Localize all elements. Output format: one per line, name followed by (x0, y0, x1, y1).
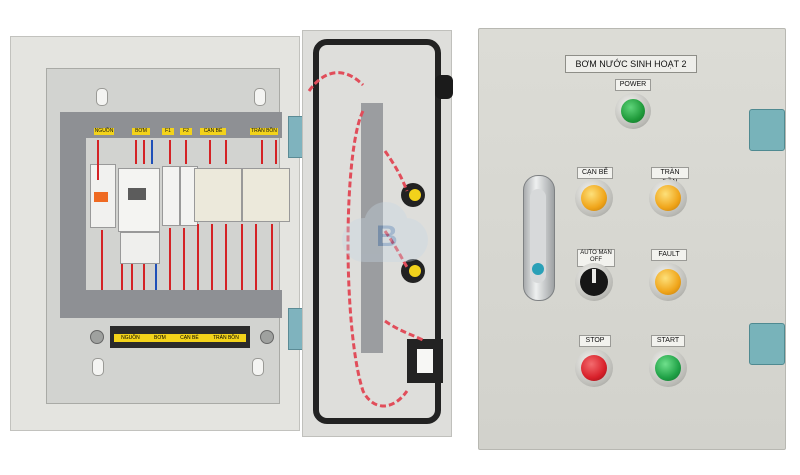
indicator-label-tran-bon: TRÀN BỒN (651, 167, 689, 186)
selector-label-man: MAN (598, 250, 612, 256)
door-handle-grip (530, 189, 546, 283)
rail-label: F1 (162, 128, 174, 135)
level-relay (242, 168, 290, 222)
selector-label-off: OFF (590, 257, 602, 263)
front-panel-door: BƠM NƯỚC SINH HOẠT 2 POWER CẠN BỂ TRÀN B… (478, 28, 786, 450)
mount-hole (96, 88, 108, 106)
switch-contact-face (417, 349, 433, 373)
lamp-terminal (409, 189, 421, 201)
lamp-back (435, 75, 453, 99)
selector-label-auto: AUTO (580, 250, 597, 256)
rail-label: NGUỒN (94, 128, 114, 135)
rail-label: CẠN BỂ (200, 128, 226, 135)
door-gasket (313, 39, 441, 424)
rail-label: BƠM (132, 128, 150, 135)
terminal-label: TRÀN BỒN (212, 335, 239, 341)
wire-duct-left (60, 138, 86, 302)
level-relay (194, 168, 242, 222)
start-button-label: START (651, 335, 685, 347)
breaker-toggle (94, 192, 108, 202)
tran-bon-indicator-lamp (655, 185, 681, 211)
stop-button-label: STOP (579, 335, 611, 347)
contactor-window (128, 188, 146, 200)
mount-hole (252, 358, 264, 376)
indicator-label-can-be: CẠN BỂ (577, 167, 613, 179)
can-be-indicator-lamp (581, 185, 607, 211)
fuse-holder (162, 166, 180, 226)
selector-label: AUTO MAN OFF (577, 249, 615, 267)
overload-relay (120, 232, 160, 264)
rail-label: F2 (180, 128, 192, 135)
door-lock-icon (532, 263, 544, 275)
open-cabinet: NGUỒN BƠM F1 F2 CẠN BỂ TRÀN BỒN NGUỒN BƠ… (10, 36, 300, 431)
terminal-label: CẠN BỂ (180, 335, 199, 341)
indicator-label-fault: FAULT (651, 249, 687, 261)
door-wire-duct (361, 103, 383, 353)
ground-screw (260, 330, 274, 344)
terminal-label: NGUỒN (121, 335, 140, 341)
rail-label: TRÀN BỒN (250, 128, 278, 135)
fault-indicator-lamp (655, 269, 681, 295)
title-plate: BƠM NƯỚC SINH HOẠT 2 (565, 55, 697, 73)
control-wires (97, 140, 277, 290)
mount-hole (254, 88, 266, 106)
terminal-label-strip: NGUỒN BƠM CẠN BỂ TRÀN BỒN (114, 334, 246, 342)
ground-screw (90, 330, 104, 344)
door-hinge-top (749, 109, 785, 151)
door-wires (307, 71, 426, 408)
mount-hole (92, 358, 104, 376)
start-button[interactable] (655, 355, 681, 381)
stop-button[interactable] (581, 355, 607, 381)
indicator-label-power: POWER (615, 79, 651, 91)
door-inside (302, 30, 453, 437)
contactor (118, 168, 160, 232)
selector-pointer (592, 269, 596, 283)
door-hinge-bottom (749, 323, 785, 365)
wire-duct-bottom (60, 290, 282, 318)
power-indicator-lamp (621, 99, 645, 123)
watermark-logo: B (342, 200, 428, 270)
terminal-label: BƠM (154, 335, 166, 341)
lamp-terminal (409, 265, 421, 277)
